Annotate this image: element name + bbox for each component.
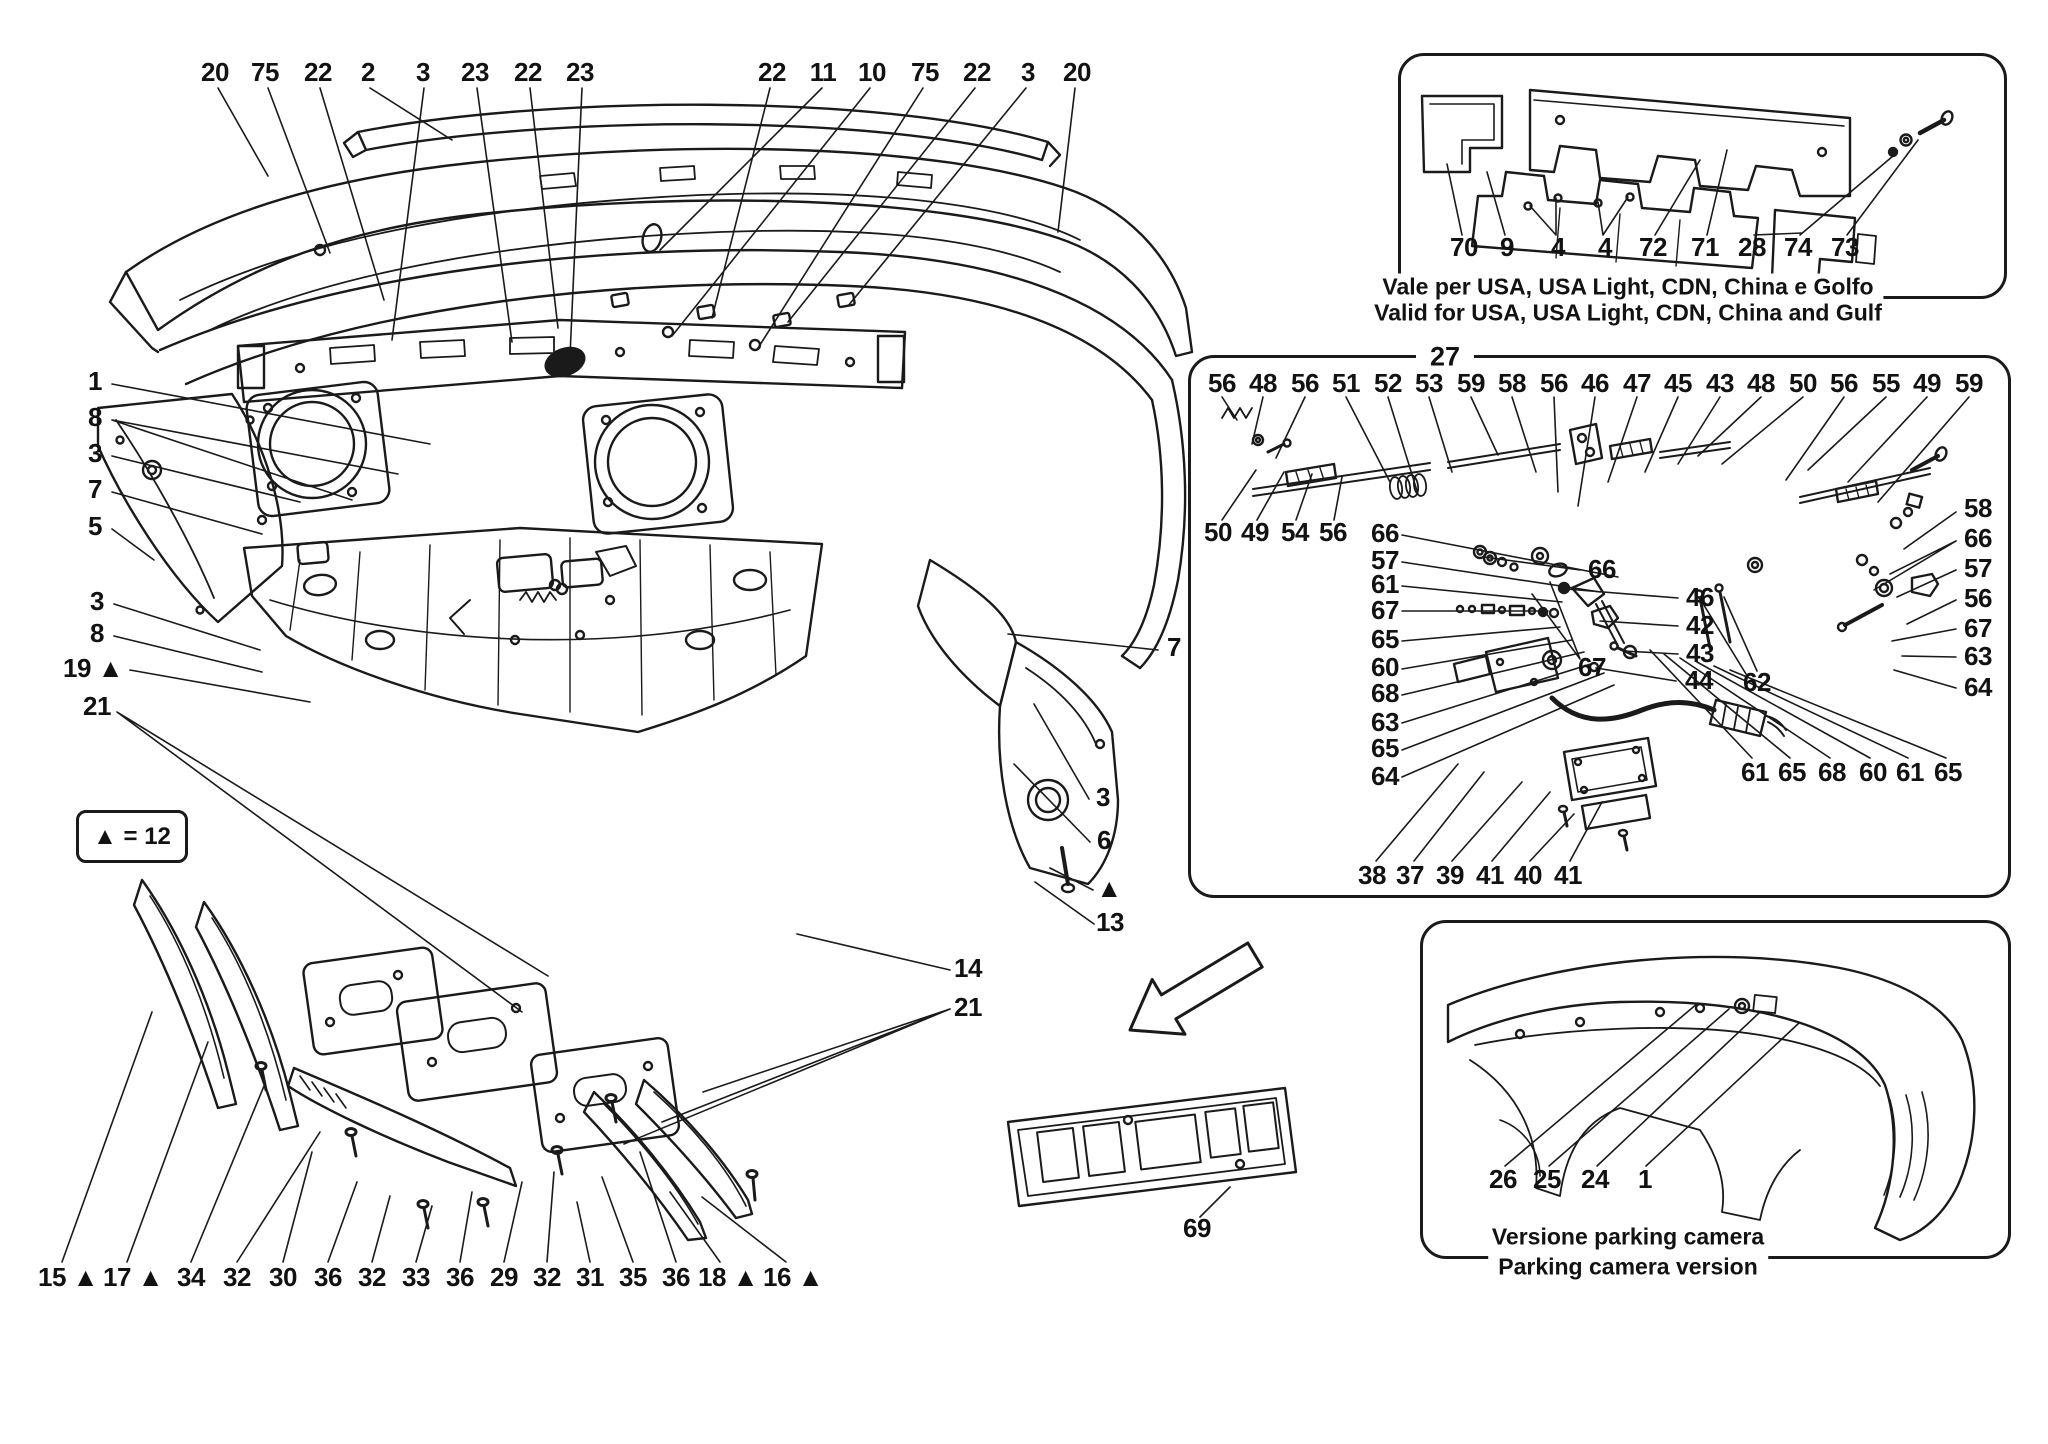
right-corner-assembly xyxy=(916,558,1120,894)
trim-strips-left xyxy=(132,878,300,1132)
legend-label: ▲ = 12 xyxy=(93,822,171,850)
assembly-box-title: 27 xyxy=(1415,341,1475,373)
left-corner-flap xyxy=(96,392,284,624)
bumper-top-strip xyxy=(342,103,1062,168)
bumper-upper-shell xyxy=(108,147,1194,358)
underbody-panels xyxy=(286,946,681,1188)
bumper-reinforcement-bar xyxy=(236,318,907,404)
parking-bumper-drawing xyxy=(1446,955,1976,1242)
license-plate-bracket xyxy=(1006,1086,1298,1208)
bumper-valance xyxy=(158,248,1187,670)
direction-arrow xyxy=(1128,941,1264,1036)
usa-variants-box xyxy=(1398,53,2007,299)
legend-box: ▲ = 12 xyxy=(76,810,188,863)
exhaust-bezels xyxy=(245,380,735,535)
leader-lines xyxy=(61,87,1970,1263)
underbody-tray xyxy=(242,526,824,734)
usa-caption-italian: Vale per USA, USA Light, CDN, China e Go… xyxy=(1372,273,1884,301)
panel-screws xyxy=(254,1061,759,1230)
latch-assembly-box xyxy=(1188,355,2011,898)
parking-caption-english: Parking camera version xyxy=(1488,1253,1768,1281)
latch-assembly-parts xyxy=(1221,407,1948,852)
usa-foam-parts xyxy=(1420,88,1954,284)
parking-camera-box xyxy=(1420,920,2011,1259)
usa-caption-english: Valid for USA, USA Light, CDN, China and… xyxy=(1364,299,1892,327)
upper-fasteners xyxy=(610,223,856,339)
parking-caption-italian: Versione parking camera xyxy=(1481,1223,1775,1251)
